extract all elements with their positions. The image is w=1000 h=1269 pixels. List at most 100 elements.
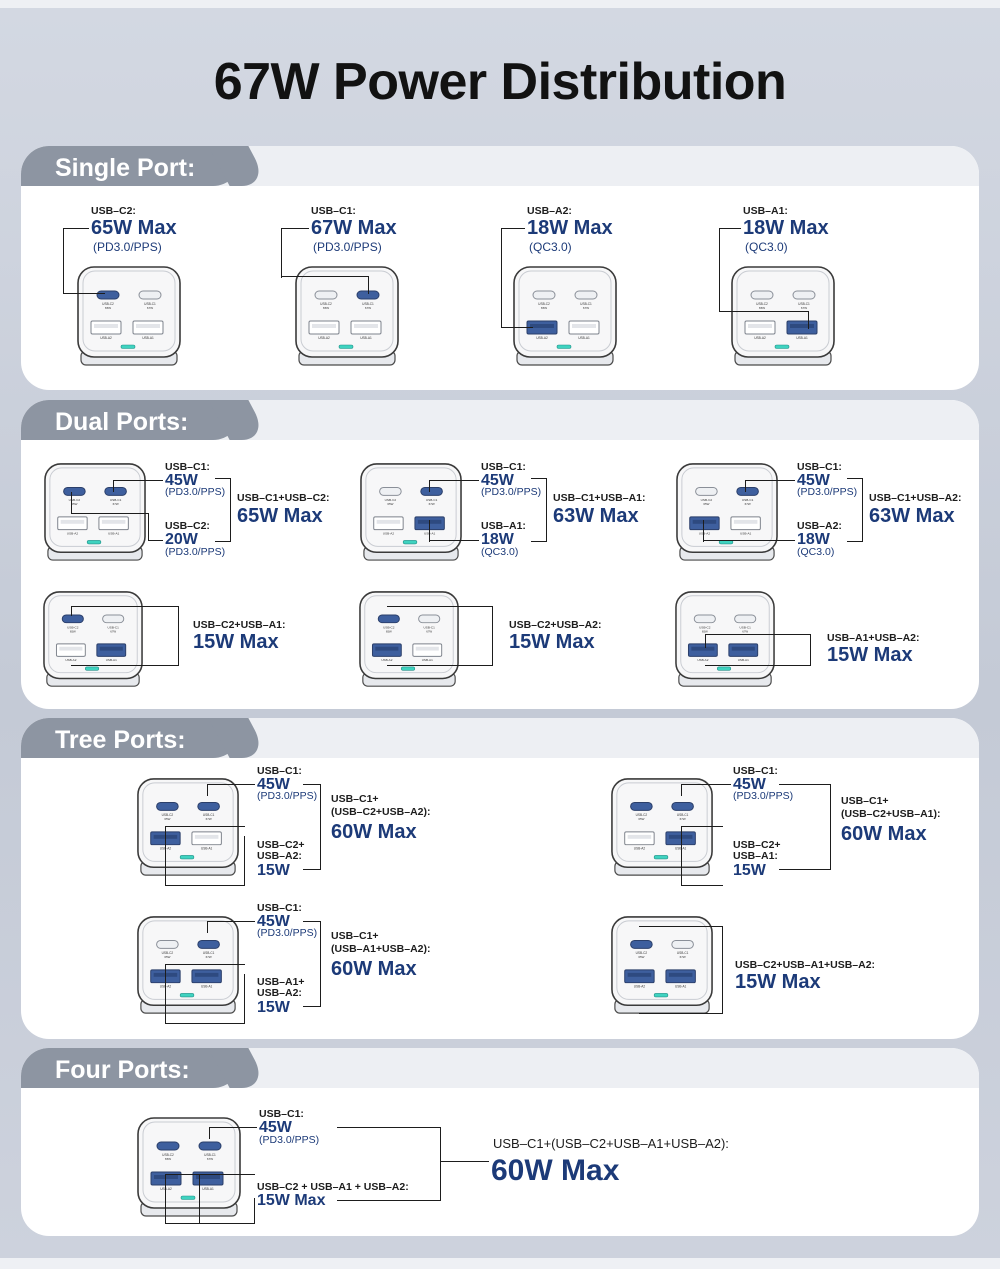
usb-a-tongue [415, 646, 439, 651]
port-caption: USB-A2 [67, 532, 79, 536]
section-title-four: Four Ports: [55, 1056, 190, 1084]
usb-c-port [532, 290, 556, 300]
protocol-label: (PD3.0/PPS) [165, 546, 226, 558]
port-caption: USB-A1 [578, 336, 590, 340]
port-caption: USB-A1 [740, 532, 752, 536]
port-caption: USB-A2 [383, 532, 395, 536]
port-caption: USB-C2 [69, 498, 81, 502]
watt-value: 15W Max [257, 1192, 326, 1209]
section-title-single: Single Port: [55, 154, 196, 182]
port-caption: USB-A1 [202, 1187, 214, 1191]
port-caption: USB-A2 [100, 336, 112, 340]
port-caption: USB-C1 [742, 498, 754, 502]
bracket-line [779, 784, 831, 870]
connector-line [681, 885, 723, 886]
connector-line [681, 784, 731, 796]
usb-a-tongue [354, 324, 378, 328]
port-label: USB–A2: [257, 850, 302, 862]
connector-line [71, 606, 72, 616]
led-indicator [402, 540, 418, 545]
port-caption: 65W [541, 306, 547, 310]
port-caption: USB-C2 [385, 498, 397, 502]
charger-face [48, 595, 138, 674]
port-label: USB–C1: [259, 1108, 304, 1120]
usb-c-port [693, 614, 716, 624]
watt-value: 20W [165, 531, 198, 548]
port-caption: USB-C1 [203, 951, 215, 955]
usb-a-tongue [530, 324, 554, 328]
usb-c-port [138, 290, 162, 300]
port-label: USB–C1: [165, 461, 210, 473]
port-caption: USB-C2 [701, 498, 713, 502]
usb-a-tongue [60, 519, 85, 524]
bracket-line [531, 478, 547, 542]
watt-value: 65W Max [91, 217, 177, 239]
usb-c-port [574, 290, 598, 300]
top-strip [0, 0, 1000, 8]
usb-a-tongue [668, 972, 693, 977]
usb-c-port [695, 487, 718, 496]
connector-line [429, 540, 479, 541]
usb-a-tongue [375, 646, 399, 651]
port-caption: USB-A1 [201, 985, 213, 989]
usb-a-tongue [790, 324, 814, 328]
connector-line [705, 634, 706, 648]
port-caption: USB-A1 [360, 336, 372, 340]
charger-face [49, 467, 141, 547]
port-label: USB–C2: [91, 205, 136, 217]
port-caption: USB-A1 [738, 658, 749, 662]
charger-face [300, 270, 394, 352]
port-caption: 65W [70, 629, 76, 633]
section-tab-four: Four Ports: [21, 1048, 241, 1088]
usb-c-port [630, 801, 653, 811]
combo-label: USB–C1+USB–C2: [237, 492, 330, 504]
led-indicator [717, 666, 732, 671]
port-caption: USB-A1 [675, 847, 687, 851]
bracket-line [303, 784, 321, 870]
connector-line [441, 1161, 489, 1162]
port-caption: USB-C2 [383, 625, 395, 629]
bracket-line [639, 926, 723, 1014]
bracket-line [387, 606, 493, 666]
port-caption: 67W [206, 955, 212, 959]
total-watt: 15W Max [827, 644, 913, 666]
port-label: USB–A1: [733, 850, 778, 862]
total-watt: 63W Max [869, 505, 955, 527]
usb-a-tongue [154, 1175, 178, 1179]
bracket-line [681, 826, 723, 886]
usb-c-port [736, 487, 759, 496]
led-indicator [86, 540, 102, 545]
watt-value: 45W [165, 472, 198, 489]
protocol-label: (PD3.0/PPS) [797, 486, 858, 498]
usb-a-tongue [731, 646, 755, 651]
usb-c-port [379, 487, 402, 496]
port-caption: 67W [207, 1157, 213, 1161]
charger-face [616, 920, 708, 1000]
port-caption: USB-A2 [754, 336, 766, 340]
usb-a-tongue [101, 519, 126, 524]
port-caption: USB-C1 [677, 813, 689, 817]
port-caption: 65W [323, 306, 329, 310]
watt-value: 18W [797, 531, 830, 548]
port-label: USB–C1: [481, 461, 526, 473]
total-watt: 65W Max [237, 505, 323, 527]
port-caption: USB-C2 [699, 625, 711, 629]
port-caption: USB-A1 [142, 336, 154, 340]
usb-c-port [102, 614, 125, 624]
total-watt: 15W Max [509, 631, 595, 653]
led-indicator [774, 344, 790, 349]
usb-c-port [420, 487, 443, 496]
charger-face [616, 782, 708, 862]
port-caption: 67W [429, 502, 435, 506]
protocol-label: (QC3.0) [797, 546, 835, 558]
